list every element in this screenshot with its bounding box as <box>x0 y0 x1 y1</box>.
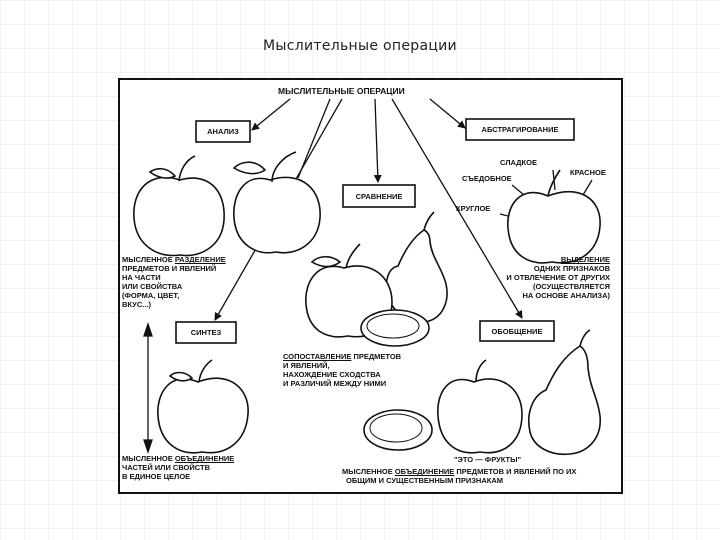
generalization-fruits <box>363 329 601 456</box>
analysis-box-label: АНАЛИЗ <box>207 127 239 136</box>
synthesis-caption-line3: В ЕДИНОЕ ЦЕЛОЕ <box>122 472 191 481</box>
tag-red: КРАСНОЕ <box>570 168 606 177</box>
abstraction-caption-line1: ВЫДЕЛЕНИЕ <box>560 255 610 264</box>
synthesis-box-label: СИНТЕЗ <box>190 328 222 337</box>
diagram-header: МЫСЛИТЕЛЬНЫЕ ОПЕРАЦИИ <box>278 86 405 96</box>
analysis-caption-line2: ПРЕДМЕТОВ И ЯВЛЕНИЙ <box>122 264 217 273</box>
abstraction-caption-line5: НА ОСНОВЕ АНАЛИЗА) <box>522 291 610 300</box>
generalization-caption-line2: ОБЩИМ И СУЩЕСТВЕННЫМ ПРИЗНАКАМ <box>346 476 503 485</box>
comparison-caption-line1-underlined: СОПОСТАВЛЕНИЕ <box>283 352 352 361</box>
tag-edible: СЪЕДОБНОЕ <box>462 174 512 183</box>
synthesis-caption-line1-prefix: МЫСЛЕННОЕ <box>122 454 175 463</box>
analysis-caption-line1-prefix: МЫСЛЕННОЕ <box>122 255 175 264</box>
comparison-caption-line4: И РАЗЛИЧИЙ МЕЖДУ НИМИ <box>283 379 387 388</box>
generalization-box-label: ОБОБЩЕНИЕ <box>491 326 543 336</box>
comparison-box-label: СРАВНЕНИЕ <box>355 191 403 201</box>
generalization-quote: "ЭТО — ФРУКТЫ" <box>454 455 522 464</box>
analysis-caption: МЫСЛЕННОЕ РАЗДЕЛЕНИЕ ПРЕДМЕТОВ И ЯВЛЕНИЙ… <box>122 255 226 309</box>
comparison-caption-line2: И ЯВЛЕНИЙ, <box>283 361 330 370</box>
comparison-caption-line3: НАХОЖДЕНИЕ СХОДСТВА <box>283 370 381 379</box>
generalization-caption: МЫСЛЕННОЕ ОБЪЕДИНЕНИЕ ПРЕДМЕТОВ И ЯВЛЕНИ… <box>342 467 576 485</box>
operation-boxes <box>175 118 575 344</box>
generalization-caption-line1-prefix: МЫСЛЕННОЕ <box>342 467 395 476</box>
comparison-fruits <box>305 211 448 347</box>
abstraction-caption-line4: (ОСУЩЕСТВЛЯЕТСЯ <box>532 282 610 291</box>
tag-sweet: СЛАДКОЕ <box>500 158 537 167</box>
analysis-caption-line3: НА ЧАСТИ <box>122 273 161 282</box>
analysis-apples <box>133 151 321 257</box>
generalization-caption-line1-suffix: ПРЕДМЕТОВ И ЯВЛЕНИЙ ПО ИХ <box>454 467 577 476</box>
synthesis-caption: МЫСЛЕННОЕ ОБЪЕДИНЕНИЕ ЧАСТЕЙ ИЛИ СВОЙСТВ… <box>122 454 234 481</box>
comparison-caption: СОПОСТАВЛЕНИЕ ПРЕДМЕТОВ И ЯВЛЕНИЙ, НАХОЖ… <box>283 352 401 388</box>
tag-round: КРУГЛОЕ <box>456 204 491 213</box>
abstraction-caption-line3: И ОТВЛЕЧЕНИЕ ОТ ДРУГИХ <box>506 273 610 282</box>
abstraction-box-label: АБСТРАГИРОВАНИЕ <box>481 125 559 134</box>
slide-title: Мыслительные операции <box>263 38 457 54</box>
synthesis-caption-line2: ЧАСТЕЙ ИЛИ СВОЙСТВ <box>122 463 211 472</box>
abstraction-caption: ВЫДЕЛЕНИЕ ОДНИХ ПРИЗНАКОВ И ОТВЛЕЧЕНИЕ О… <box>488 255 610 300</box>
analysis-caption-line5: (ФОРМА, ЦВЕТ, <box>122 291 180 300</box>
generalization-caption-line1-underlined: ОБЪЕДИНЕНИЕ <box>394 467 455 476</box>
abstraction-caption-line2: ОДНИХ ПРИЗНАКОВ <box>533 264 610 273</box>
abstraction-apple <box>507 169 601 264</box>
analysis-caption-line6: ВКУС...) <box>122 300 152 309</box>
analysis-caption-line1-underlined: РАЗДЕЛЕНИЕ <box>174 255 226 264</box>
comparison-caption-line1-suffix: ПРЕДМЕТОВ <box>351 352 402 361</box>
synthesis-caption-line1-underlined: ОБЪЕДИНЕНИЕ <box>174 454 235 463</box>
analysis-caption-line4: ИЛИ СВОЙСТВА <box>122 282 183 291</box>
synthesis-apple <box>157 359 249 454</box>
